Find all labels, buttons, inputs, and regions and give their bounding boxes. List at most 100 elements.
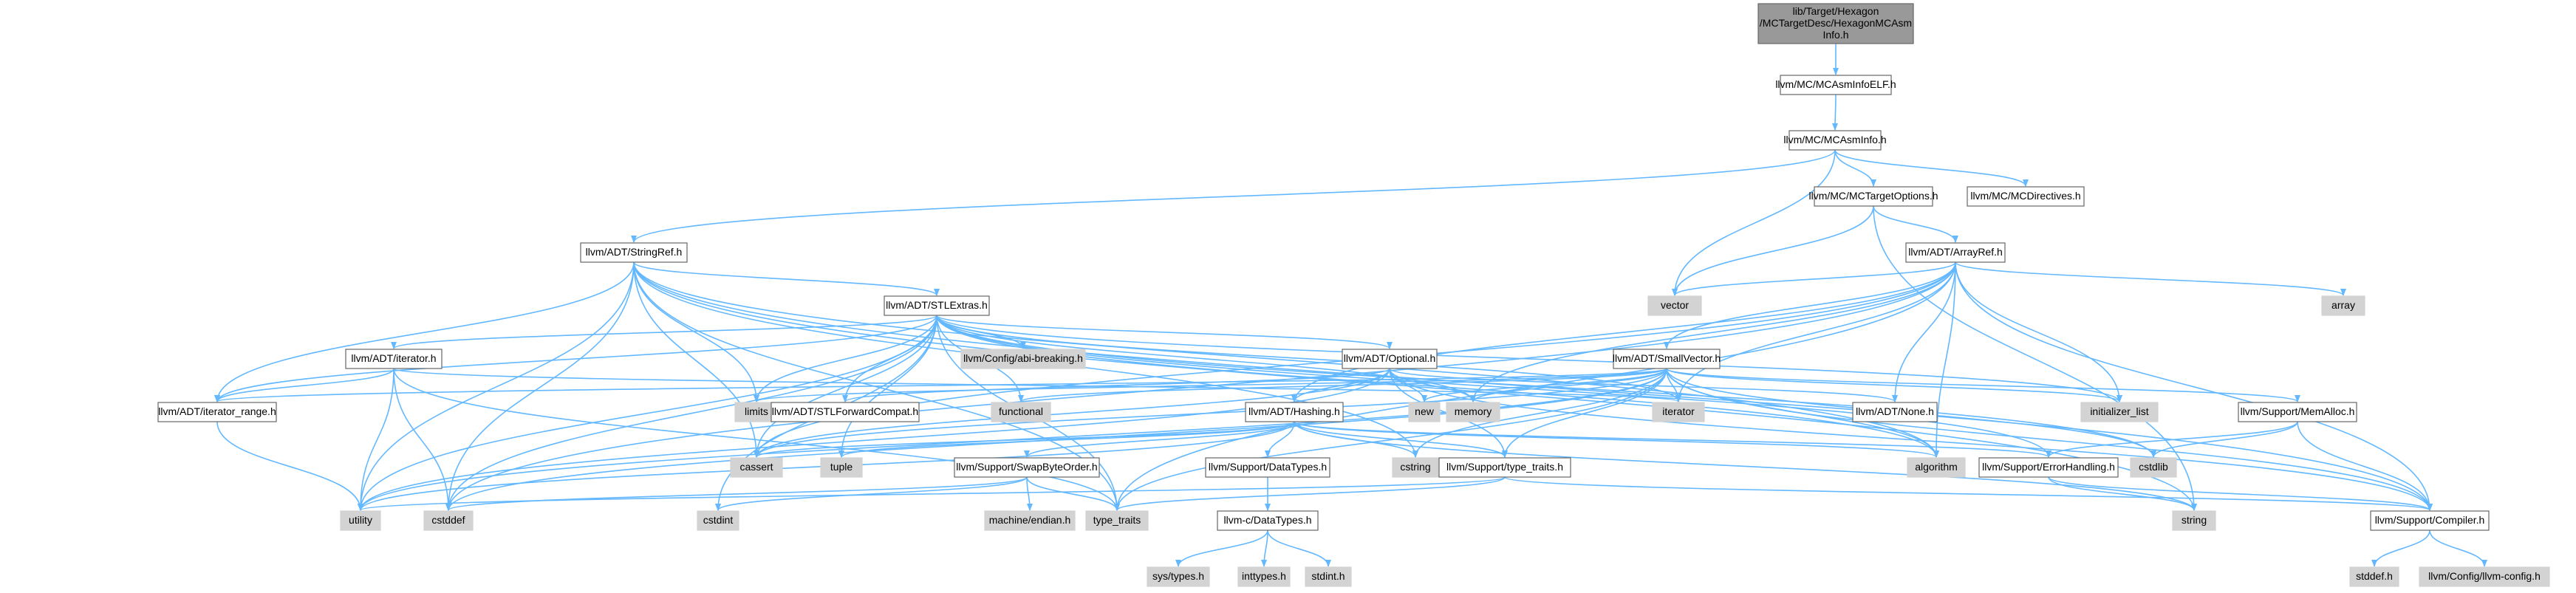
node-errorhandling[interactable]: llvm/Support/ErrorHandling.h: [1978, 457, 2119, 478]
node-algorithm: algorithm: [1907, 457, 1966, 478]
node-label: memory: [1455, 405, 1492, 417]
edge-iteratorh-to-iteratorrange: [214, 368, 394, 402]
node-label: llvm/Config/abi-breaking.h: [963, 352, 1083, 364]
edge-memalloc-to-cstdlib: [2150, 421, 2298, 458]
node-box: [1647, 295, 1702, 316]
node-label: limits: [745, 405, 768, 417]
edge-stringref-to-iteratorrange: [214, 261, 635, 402]
node-box: [1652, 402, 1705, 422]
node-iterator: iterator: [1652, 402, 1705, 422]
edge-iteratorh-to-utility: [358, 368, 394, 511]
edge-stlextras-to-utility: [358, 315, 937, 511]
node-cdatatypes[interactable]: llvm-c/DataTypes.h: [1217, 510, 1319, 531]
node-label: llvm/ADT/StringRef.h: [586, 246, 683, 258]
node-label: llvm/Support/MemAlloc.h: [2241, 405, 2355, 417]
edge-compiler-to-stddef: [2371, 529, 2430, 567]
node-array: array: [2321, 295, 2365, 316]
node-label: cstdint: [703, 514, 734, 526]
node-box: [2349, 566, 2399, 587]
node-none[interactable]: llvm/ADT/None.h: [1852, 402, 1938, 422]
node-hashing[interactable]: llvm/ADT/Hashing.h: [1245, 402, 1344, 422]
node-memalloc[interactable]: llvm/Support/MemAlloc.h: [2238, 402, 2357, 422]
edge-mcasminfo-to-mcdirectives: [1834, 149, 2029, 187]
node-box: [2419, 566, 2550, 587]
edge-stlextras-to-iteratorh: [391, 315, 937, 349]
node-label: llvm/MC/MCTargetOptions.h: [1808, 190, 1938, 202]
node-box: [820, 457, 863, 478]
node-box: [580, 242, 688, 263]
node-stlextras[interactable]: llvm/ADT/STLExtras.h: [884, 295, 990, 316]
node-box: [340, 510, 381, 531]
edge-memalloc-to-errorhandling: [2046, 421, 2298, 458]
edge-swapbyte-to-cstdint: [715, 476, 1028, 511]
node-datatypes[interactable]: llvm/Support/DataTypes.h: [1205, 457, 1330, 478]
node-smallvector[interactable]: llvm/ADT/SmallVector.h: [1613, 349, 1721, 369]
node-label: llvm/ADT/None.h: [1856, 405, 1934, 417]
edge-mcasminfo-to-vector: [1672, 149, 1836, 296]
node-label: llvm/MC/MCAsmInfoELF.h: [1775, 78, 1896, 90]
node-mcdirectives[interactable]: llvm/MC/MCDirectives.h: [1967, 186, 2085, 207]
edge-typetraitsh-to-typetraits: [1114, 476, 1506, 511]
node-stlforward[interactable]: llvm/ADT/STLForwardCompat.h: [771, 402, 920, 422]
node-box: [345, 349, 443, 369]
edge-mcasminfo-to-mctargetoptions: [1834, 149, 1876, 187]
node-box: [2321, 295, 2365, 316]
node-limits: limits: [734, 402, 779, 422]
edge-smallvector-to-functional: [1018, 368, 1667, 402]
node-box: [984, 510, 1076, 531]
node-box: [1217, 510, 1319, 531]
node-box: [2370, 510, 2490, 531]
node-box: [697, 510, 739, 531]
edge-memalloc-to-compiler: [2297, 421, 2433, 511]
edge-iteratorh-to-typetraits: [393, 368, 1120, 511]
node-box: [1392, 457, 1439, 478]
node-box: [991, 402, 1051, 422]
node-swapbyte[interactable]: llvm/Support/SwapByteOrder.h: [954, 457, 1100, 478]
node-label: cstddef: [431, 514, 465, 526]
node-iteratorrange[interactable]: llvm/ADT/iterator_range.h: [157, 402, 277, 422]
edge-hashing-to-string: [1294, 421, 2197, 511]
node-label: llvm/MC/MCDirectives.h: [1970, 190, 2080, 202]
node-label: Info.h: [1822, 29, 1848, 41]
node-box: [884, 295, 990, 316]
node-box: [1408, 402, 1441, 422]
edge-smallvector-to-memalloc: [1666, 368, 2300, 402]
node-label: llvm/ADT/iterator_range.h: [158, 405, 276, 417]
edge-stlextras-to-errorhandling: [936, 315, 2051, 458]
node-label: cstring: [1400, 461, 1430, 473]
node-optional[interactable]: llvm/ADT/Optional.h: [1342, 349, 1438, 369]
edge-swapbyte-to-typetraits: [1026, 476, 1120, 511]
node-arrayref[interactable]: llvm/ADT/ArrayRef.h: [1905, 242, 2006, 263]
edge-arrayref-to-memory: [1470, 261, 1956, 402]
node-abibreaking: llvm/Config/abi-breaking.h: [960, 349, 1086, 369]
node-label: inttypes.h: [1242, 570, 1286, 582]
node-box: [2080, 402, 2159, 422]
node-box: [1613, 349, 1721, 369]
node-label: llvm/Config/llvm-config.h: [2428, 570, 2541, 582]
node-mcasminfo[interactable]: llvm/MC/MCAsmInfo.h: [1783, 130, 1887, 151]
node-label: llvm/Support/Compiler.h: [2375, 514, 2485, 526]
edge-stlextras-to-iteratorrange: [214, 315, 937, 402]
node-label: /MCTargetDesc/HexagonMCAsm: [1760, 17, 1912, 29]
node-llvmconfig: llvm/Config/llvm-config.h: [2419, 566, 2550, 587]
node-functional: functional: [991, 402, 1051, 422]
node-box: [1788, 130, 1882, 151]
edge-smallvector-to-typetraits: [1114, 368, 1667, 511]
node-string: string: [2172, 510, 2216, 531]
node-typetraitsh[interactable]: llvm/Support/type_traits.h: [1438, 457, 1571, 478]
edge-smallvector-to-compiler: [1666, 368, 2433, 511]
node-iteratorh[interactable]: llvm/ADT/iterator.h: [345, 349, 443, 369]
node-stringref[interactable]: llvm/ADT/StringRef.h: [580, 242, 688, 263]
node-initlist: initializer_list: [2080, 402, 2159, 422]
node-compiler[interactable]: llvm/Support/Compiler.h: [2370, 510, 2490, 531]
edge-mctargetoptions-to-vector: [1672, 205, 1874, 296]
node-mctargetoptions[interactable]: llvm/MC/MCTargetOptions.h: [1808, 186, 1938, 207]
node-label: new: [1415, 405, 1435, 417]
edge-arrayref-to-array: [1955, 261, 2346, 296]
edge-swapbyte-to-endian: [1026, 476, 1033, 511]
node-mcasminfoelf[interactable]: llvm/MC/MCAsmInfoELF.h: [1775, 75, 1896, 95]
edge-typetraitsh-to-compiler: [1504, 476, 2433, 511]
node-box: [771, 402, 920, 422]
node-box: [1814, 186, 1933, 207]
edge-errorhandling-to-compiler: [2048, 476, 2433, 511]
